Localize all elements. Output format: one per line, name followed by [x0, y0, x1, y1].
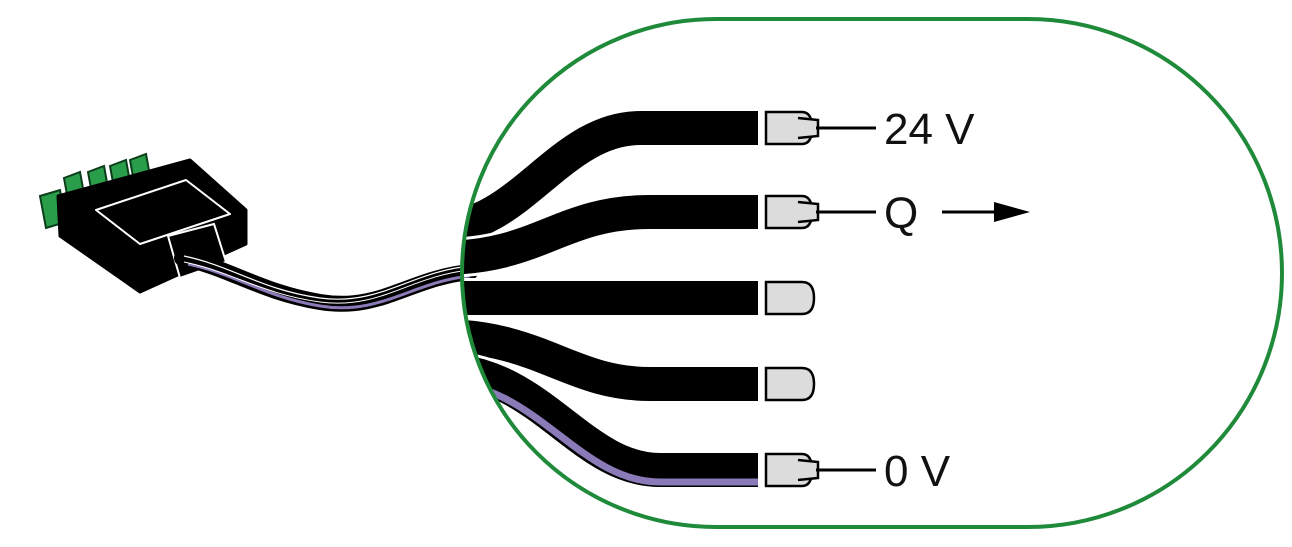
label-24v: 24 V — [884, 105, 975, 154]
ferrule-5 — [764, 452, 820, 488]
label-q: Q — [884, 189, 918, 238]
ferrule-2 — [764, 194, 820, 230]
zoomed-wires — [462, 108, 758, 490]
ferrule-3 — [764, 280, 816, 316]
zoom-outline — [460, 17, 1284, 529]
ferrule-1 — [764, 110, 820, 146]
arrow-right-icon — [942, 202, 1030, 222]
ferrule-4 — [764, 366, 816, 402]
label-0v: 0 V — [884, 447, 951, 496]
wire-connector-icon — [38, 152, 478, 312]
